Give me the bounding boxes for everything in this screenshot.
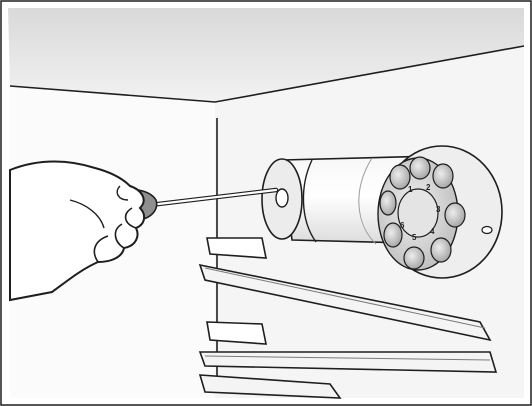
shelf-lower (198, 351, 498, 373)
dial-number-4: 4 (430, 227, 435, 236)
dial-number-3: 3 (436, 205, 441, 214)
dial-number-5: 5 (412, 233, 417, 242)
dial-grip-knobs (379, 156, 466, 270)
hand (9, 160, 146, 302)
shelf-rail-upper (206, 237, 267, 259)
adjustment-screw-hole (275, 188, 289, 208)
dial-number-1: 1 (408, 185, 413, 194)
shelf-bottom (198, 374, 342, 399)
thermostat-dial: 1 2 3 4 5 6 (377, 145, 503, 279)
fridge-ceiling (8, 8, 524, 102)
dial-center (397, 188, 439, 238)
dial-number-2: 2 (426, 183, 431, 192)
ceiling-edge (9, 45, 525, 103)
shelf-rail-middle (206, 321, 267, 345)
rim-screw (481, 225, 493, 235)
dial-number-6: 6 (400, 221, 405, 230)
shelf-upper (198, 263, 492, 342)
